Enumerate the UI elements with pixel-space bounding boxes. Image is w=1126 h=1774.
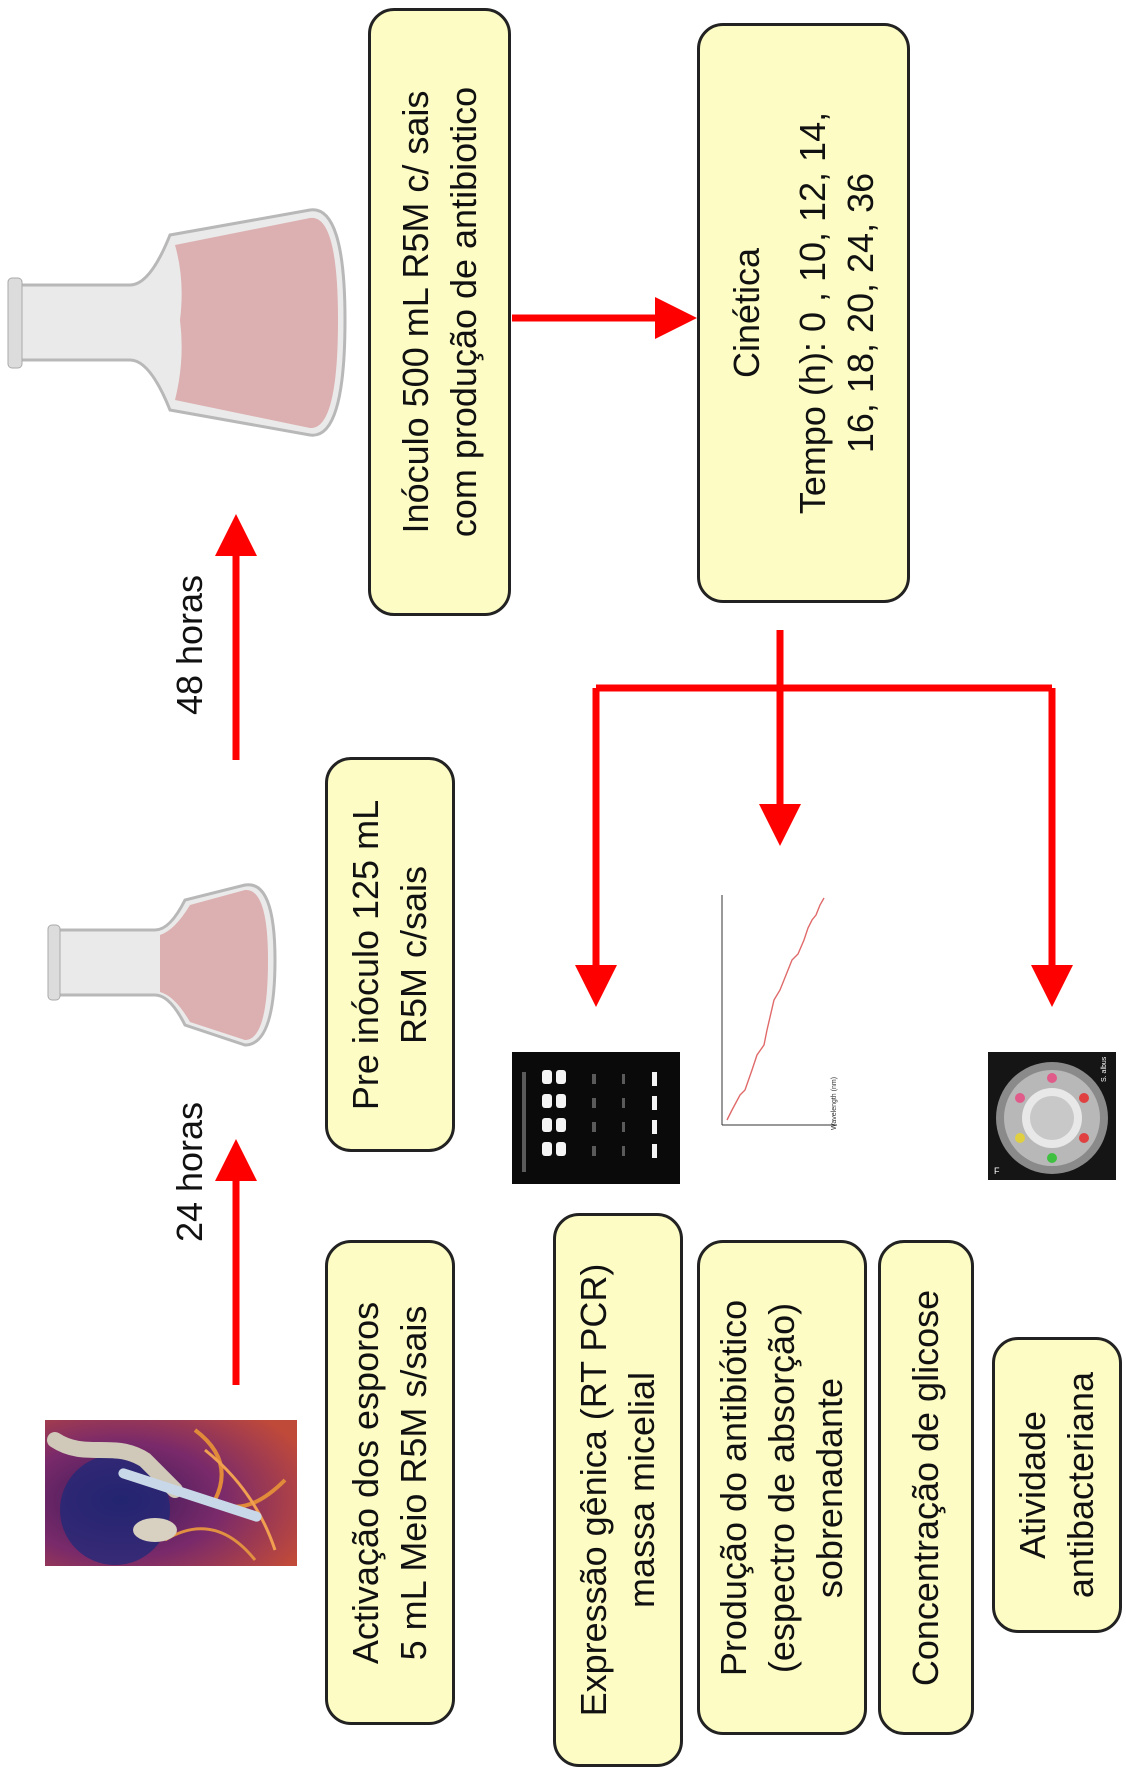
label-48h: 48 horas	[169, 575, 211, 715]
antibacterial-plate-image: F S. albus	[988, 1052, 1116, 1180]
activation-line2: 5 mL Meio R5M s/sais	[390, 1301, 438, 1663]
analysis-gene-expression: Expressão gênica (RT PCR) massa micelial	[553, 1213, 683, 1767]
step-spore-activation: Activação dos esporos 5 mL Meio R5M s/sa…	[325, 1240, 455, 1725]
kinetics-times-line1: Tempo (h): 0 , 10, 12, 14,	[789, 112, 837, 514]
gene-line1: Expressão gênica (RT PCR)	[570, 1264, 618, 1717]
label-24h: 24 horas	[169, 1102, 211, 1242]
activation-line1: Activação dos esporos	[342, 1301, 390, 1663]
analysis-antibiotic-production: Produção do antibiótico (espectro de abs…	[697, 1240, 867, 1735]
spectrum-xlabel: Wavelength (nm)	[831, 1077, 838, 1130]
plate-panel-letter: F	[994, 1166, 1000, 1176]
absorption-spectrum-chart: Wavelength (nm)	[712, 880, 847, 1145]
analysis-glucose: Concentração de glicose	[878, 1240, 974, 1735]
antibiotic-line2: (espectro de absorção)	[758, 1299, 806, 1675]
antibiotic-line1: Produção do antibiótico	[710, 1299, 758, 1675]
inoculum-line1: Inóculo 500 mL R5M c/ sais	[392, 87, 440, 537]
antibacterial-line2: antibacteriana	[1057, 1372, 1105, 1598]
preinoculum-line2: R5M c/sais	[390, 799, 438, 1109]
antibacterial-line1: Atividade	[1009, 1372, 1057, 1598]
preinoculum-line1: Pre inóculo 125 mL	[342, 799, 390, 1109]
kinetics-times-line2: 16, 18, 20, 24, 36	[837, 112, 885, 514]
kinetics-title: Cinética	[723, 112, 771, 514]
analysis-antibacterial: Atividade antibacteriana	[992, 1337, 1122, 1633]
gene-line2: massa micelial	[618, 1264, 666, 1717]
inoculum-line2: com produção de antibiotico	[440, 87, 488, 537]
glucose-line1: Concentração de glicose	[902, 1289, 950, 1685]
gel-electrophoresis-image	[512, 1052, 680, 1184]
step-preinoculum: Pre inóculo 125 mL R5M c/sais	[325, 757, 455, 1152]
step-inoculum: Inóculo 500 mL R5M c/ sais com produção …	[368, 8, 511, 616]
antibiotic-line3: sobrenadante	[806, 1299, 854, 1675]
spectrum-svg: Wavelength (nm)	[712, 880, 847, 1145]
step-kinetics: Cinética Tempo (h): 0 , 10, 12, 14, 16, …	[697, 23, 910, 603]
plate-organism: S. albus	[1101, 1056, 1108, 1082]
spore-activation-photo	[45, 1420, 297, 1566]
